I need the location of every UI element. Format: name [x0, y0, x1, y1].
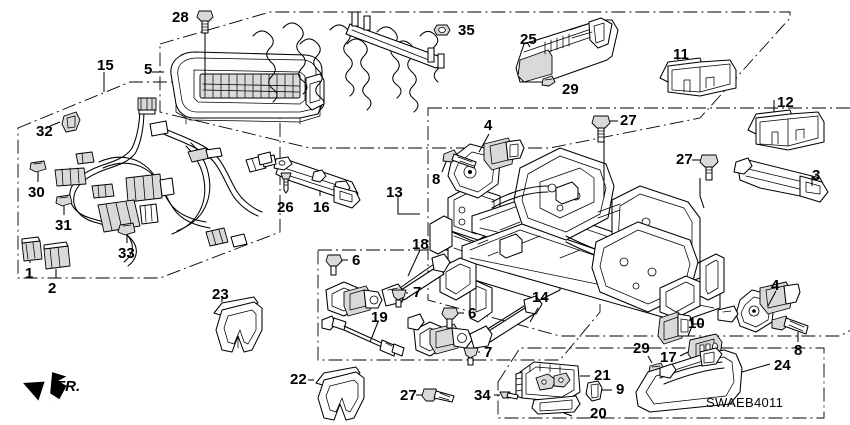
- diagram-code-label: SWAEB4011: [706, 395, 784, 410]
- callout-2: 2: [48, 280, 57, 297]
- cover-cap-12-art: [747, 100, 825, 151]
- callout-19: 19: [371, 309, 388, 326]
- grommet-7a-art: [391, 289, 408, 308]
- slide-motor-4b-art: [717, 281, 801, 333]
- slide-motor-4a-art: [447, 133, 525, 199]
- callout-14: 14: [532, 289, 549, 306]
- front-direction-arrow-icon: [23, 372, 67, 405]
- callout-28: 28: [172, 9, 189, 26]
- callout-34: 34: [474, 387, 491, 404]
- callout-16: 16: [313, 199, 330, 216]
- relay-1-art: [21, 236, 43, 263]
- callout-25: 25: [520, 31, 537, 48]
- clip-29a-art: [541, 75, 556, 87]
- clip-33-art: [117, 222, 136, 243]
- switch-cover-20-art: [531, 395, 581, 417]
- callout-29-b: 29: [633, 340, 650, 357]
- callout-35: 35: [458, 22, 475, 39]
- callout-30: 30: [28, 184, 45, 201]
- callout-13: 13: [386, 184, 403, 201]
- callout-3: 3: [812, 167, 821, 184]
- callout-10: 10: [688, 315, 705, 332]
- seat-adjuster-frame-art: [397, 128, 725, 323]
- screw-34-art: [494, 391, 519, 400]
- bolt-8a-art: [441, 149, 477, 173]
- callout-23: 23: [212, 286, 229, 303]
- drive-motor-14-art: [407, 295, 543, 357]
- cushion-clip-22-art: [308, 366, 365, 421]
- spring-anchor-rail: [345, 11, 445, 69]
- callout-15: 15: [97, 57, 114, 74]
- callout-4-b: 4: [771, 277, 780, 294]
- control-unit-2-art: [43, 241, 71, 278]
- inner-rail-cover-art: [515, 17, 619, 83]
- callout-22: 22: [290, 371, 307, 388]
- front-direction-label: FR.: [56, 378, 81, 395]
- screw-26-art: [280, 172, 292, 194]
- callout-9: 9: [616, 381, 625, 398]
- seat-cushion-frame-art: [170, 51, 325, 125]
- callout-17: 17: [660, 349, 677, 366]
- bolt-28-art: [196, 10, 214, 90]
- callout-21: 21: [594, 367, 611, 384]
- bolt-27c-art: [416, 388, 455, 403]
- callout-24: 24: [774, 357, 791, 374]
- s-spring-set: [252, 22, 441, 113]
- callout-5: 5: [144, 61, 153, 78]
- drive-motor-18-art: [325, 249, 451, 317]
- callout-8-b: 8: [794, 342, 803, 359]
- callout-4-a: 4: [484, 117, 493, 134]
- callout-29-a: 29: [562, 81, 579, 98]
- callout-6-b: 6: [468, 305, 477, 322]
- callout-33: 33: [118, 245, 135, 262]
- callout-1: 1: [25, 265, 34, 282]
- callout-26: 26: [277, 199, 294, 216]
- side-trim-rail-art: [733, 157, 829, 203]
- callout-32: 32: [36, 123, 53, 140]
- bolt-27b-art: [692, 154, 719, 181]
- flex-cable-19-art: [321, 315, 405, 357]
- callout-27-a: 27: [620, 112, 637, 129]
- wire-harness-art: [29, 71, 277, 267]
- seat-switch-panel-art: [515, 361, 590, 403]
- bolt-8b-art: [771, 315, 809, 342]
- callout-12: 12: [777, 94, 794, 111]
- switch-connector-10-art: [657, 311, 704, 345]
- clip-30-art: [29, 160, 47, 182]
- bolt-6b-art: [441, 307, 464, 329]
- callout-11: 11: [673, 46, 689, 63]
- callout-27-c: 27: [400, 387, 417, 404]
- side-garnish-24-art: [635, 347, 771, 413]
- clip-32-art: [61, 111, 81, 133]
- callout-31: 31: [55, 217, 72, 234]
- nut-35-art: [433, 24, 451, 36]
- bolt-6a-art: [325, 254, 348, 276]
- callout-6-a: 6: [352, 252, 361, 269]
- cushion-clip-23-art: [213, 296, 263, 353]
- clip-31-art: [55, 194, 73, 215]
- front-bracket-rail-art: [273, 156, 361, 209]
- callout-7-a: 7: [413, 284, 422, 301]
- callout-18: 18: [412, 236, 429, 253]
- callout-20: 20: [590, 405, 607, 422]
- switch-cap-9-art: [585, 380, 612, 402]
- callout-27-b: 27: [676, 151, 693, 168]
- grommet-7b-art: [463, 347, 480, 366]
- cover-cap-11-art: [659, 50, 737, 97]
- callout-8-a: 8: [432, 171, 441, 188]
- callout-7-b: 7: [484, 344, 493, 361]
- bolt-27a-art: [591, 115, 618, 143]
